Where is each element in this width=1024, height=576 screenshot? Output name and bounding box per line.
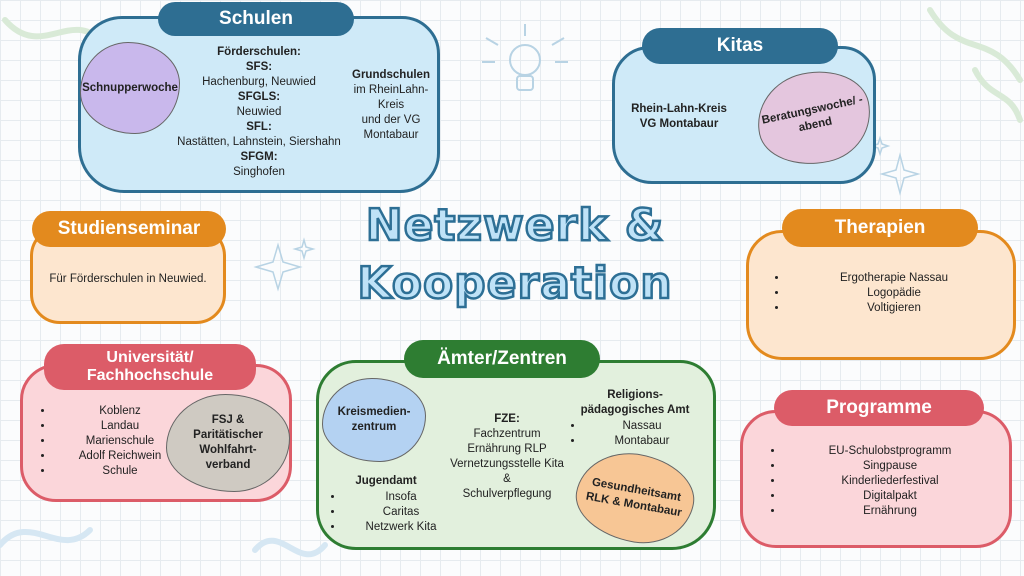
list-item: Marienschule <box>54 434 184 449</box>
list-item: Ergotherapie Nassau <box>788 271 998 286</box>
religion-heading-line: pädagogisches Amt <box>580 404 690 416</box>
universitaet-tab-line: Fachhochschule <box>86 367 214 384</box>
fze-line: & <box>503 473 511 485</box>
grundschulen-line: und der VG <box>361 114 421 126</box>
sparkle-icon <box>253 135 921 292</box>
list-item: Schule <box>54 464 184 479</box>
jugendamt-list: Insofa Caritas Netzwerk Kita <box>326 490 456 535</box>
kitas-tab: Kitas <box>642 28 838 64</box>
sfgm-places: Singhofen <box>233 166 285 178</box>
schulen-tab: Schulen <box>158 2 354 36</box>
kreismedienzentrum-cloud: Kreismedien-zentrum <box>322 378 426 462</box>
sfs-places: Hachenburg, Neuwied <box>202 76 316 88</box>
schnupperwoche-cloud: Schnupperwoche <box>80 42 180 134</box>
programme-card <box>740 410 1012 548</box>
religion-heading: Religions- pädagogisches Amt <box>570 388 700 418</box>
grundschulen-block: Grundschulen im RheinLahn- Kreis und der… <box>345 68 437 143</box>
aemter-tab: Ämter/Zentren <box>404 340 600 378</box>
grundschulen-line: Kreis <box>377 99 405 111</box>
list-item: Singpause <box>784 459 994 474</box>
religion-list: Nassau Montabaur <box>566 419 698 449</box>
programme-tab: Programme <box>774 390 984 426</box>
fsj-cloud: FSJ & Paritätischer Wohlfahrt-verband <box>166 394 290 492</box>
jugendamt-heading: Jugendamt <box>355 475 417 487</box>
lightbulb-icon <box>482 24 568 91</box>
foerderschulen-block: Förderschulen: SFS: Hachenburg, Neuwied … <box>168 45 350 180</box>
list-item: Logopädie <box>788 286 998 301</box>
universitaet-tab: Universität/ Fachhochschule <box>44 344 256 390</box>
fze-line: Schulverpflegung <box>462 488 552 500</box>
list-item: Landau <box>54 419 184 434</box>
fze-line: Ernährung RLP <box>467 443 547 455</box>
list-item: Insofa <box>344 490 456 505</box>
religion-heading-line: Religions- <box>607 389 663 401</box>
studienseminar-tab: Studienseminar <box>32 211 226 247</box>
sfs-label: SFS: <box>245 61 273 73</box>
page-subtitle: Kooperation <box>356 257 673 311</box>
list-item: Koblenz <box>54 404 184 419</box>
list-item: Adolf Reichwein <box>54 449 184 464</box>
universitaet-list: Koblenz Landau Marienschule Adolf Reichw… <box>36 404 184 479</box>
list-item: Caritas <box>344 505 456 520</box>
kitas-line: VG Montabaur <box>639 118 719 130</box>
grundschulen-heading: Grundschulen <box>352 69 430 81</box>
studienseminar-text: Für Förderschulen in Neuwied. <box>49 273 207 285</box>
sfgls-label: SFGLS: <box>237 91 281 103</box>
fze-block: FZE: Fachzentrum Ernährung RLP Vernetzun… <box>432 412 582 502</box>
sfl-label: SFL: <box>246 121 272 133</box>
grundschulen-line: Montabaur <box>363 129 419 141</box>
kitas-block: Rhein-Lahn-Kreis VG Montabaur <box>620 102 738 132</box>
list-item: Nassau <box>584 419 698 434</box>
kitas-line: Rhein-Lahn-Kreis <box>631 103 727 115</box>
list-item: Digitalpakt <box>784 489 994 504</box>
list-item: Voltigieren <box>788 301 998 316</box>
therapien-list: Ergotherapie Nassau Logopädie Voltigiere… <box>770 271 998 316</box>
grundschulen-line: im RheinLahn- <box>353 84 429 96</box>
fze-line: Fachzentrum <box>473 428 541 440</box>
therapien-card <box>746 230 1016 360</box>
sfl-places: Nastätten, Lahnstein, Siershahn <box>177 136 341 148</box>
sfgls-places: Neuwied <box>236 106 282 118</box>
therapien-tab: Therapien <box>782 209 978 247</box>
fze-line: Vernetzungsstelle Kita <box>450 458 564 470</box>
universitaet-tab-line: Universität/ <box>106 349 194 367</box>
list-item: Montabaur <box>584 434 698 449</box>
list-item: Kinderliederfestival <box>784 474 994 489</box>
ribbon-decoration <box>0 527 328 558</box>
sfgm-label: SFGM: <box>240 151 278 163</box>
page-title: Netzwerk & <box>365 199 665 253</box>
foerderschulen-heading: Förderschulen: <box>217 46 301 58</box>
programme-list: EU-Schulobstprogramm Singpause Kinderlie… <box>766 444 994 519</box>
list-item: EU-Schulobstprogramm <box>784 444 994 459</box>
list-item: Netzwerk Kita <box>344 520 456 535</box>
list-item: Ernährung <box>784 504 994 519</box>
fze-heading: FZE: <box>494 413 520 425</box>
